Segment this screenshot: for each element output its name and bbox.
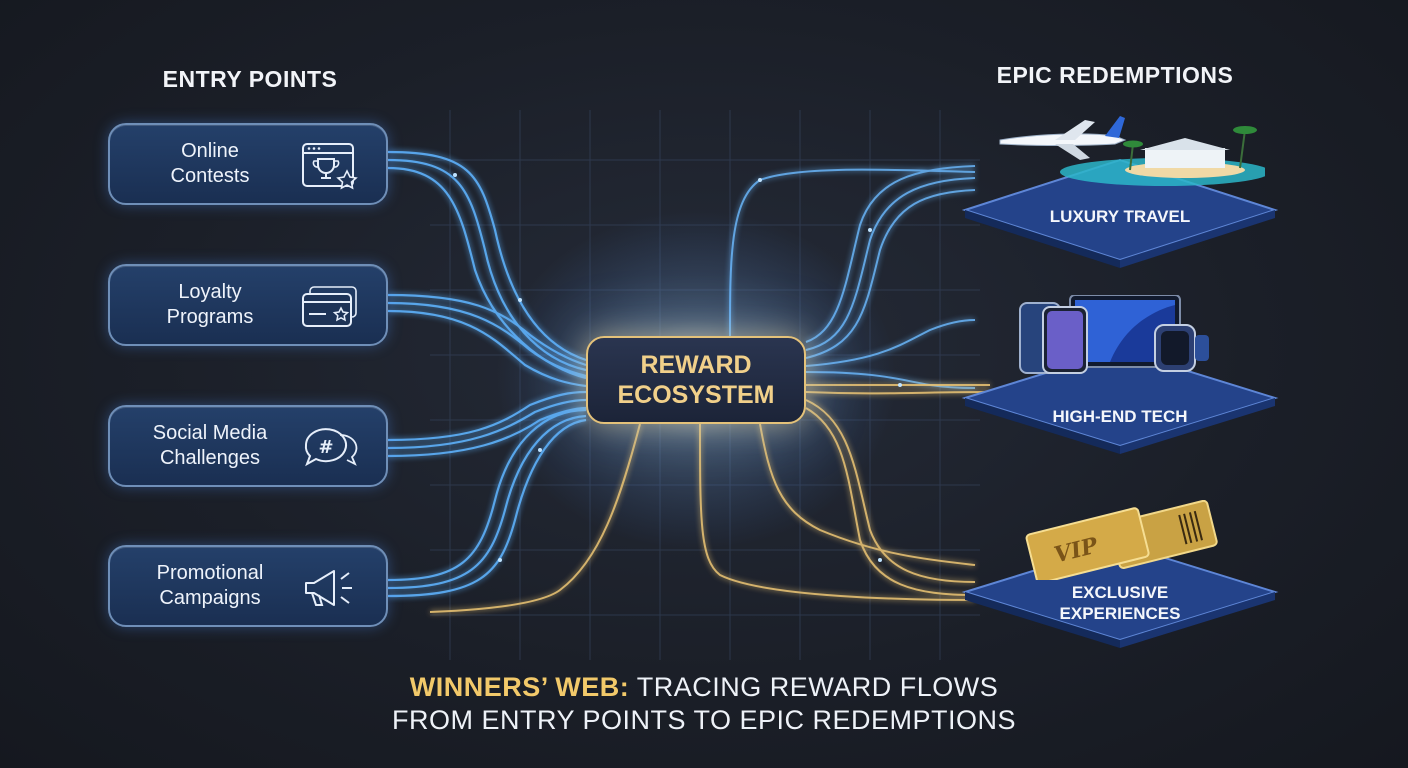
- hashtag-chat-icon: #: [304, 428, 358, 467]
- entry-online-contests[interactable]: Online Contests: [108, 123, 388, 205]
- vip-ticket-icon: VIP: [1025, 500, 1218, 580]
- devices-icon: [1019, 295, 1209, 374]
- entry-flows: [387, 150, 587, 598]
- entry-points-heading: ENTRY POINTS: [162, 66, 338, 92]
- entry-social-media-challenges[interactable]: Social Media Challenges #: [108, 405, 388, 487]
- flow-sparkles: [453, 173, 902, 562]
- redemptions-heading: EPIC REDEMPTIONS: [996, 62, 1234, 88]
- redemption-label: LUXURY TRAVEL: [1049, 207, 1191, 226]
- title-highlight: WINNERS’ WEB:: [409, 672, 630, 702]
- trophy-browser-icon: [302, 143, 358, 190]
- title-rest: TRACING REWARD FLOWS: [629, 672, 999, 702]
- redemption-luxury-travel[interactable]: LUXURY TRAVEL: [955, 116, 1285, 270]
- redemption-label: EXCLUSIVE EXPERIENCES: [1059, 583, 1181, 623]
- loyalty-card-icon: [302, 286, 357, 327]
- svg-text:#: #: [318, 437, 333, 458]
- redemption-label: HIGH-END TECH: [1052, 407, 1188, 426]
- entry-promotional-campaigns[interactable]: Promotional Campaigns: [108, 545, 388, 627]
- entry-label: Social Media Challenges: [152, 422, 268, 469]
- redemption-high-end-tech[interactable]: HIGH-END TECH: [955, 295, 1285, 470]
- diagram-title-line1: WINNERS’ WEB: TRACING REWARD FLOWS: [0, 671, 1408, 704]
- entry-loyalty-programs[interactable]: Loyalty Programs: [108, 264, 388, 346]
- entry-label: Online Contests: [170, 140, 250, 187]
- redemption-exclusive-experiences[interactable]: VIP EXCLUSIVE EXPERIENCES: [955, 500, 1285, 660]
- megaphone-icon: [305, 570, 352, 606]
- reward-ecosystem-hub[interactable]: REWARD ECOSYSTEM: [586, 336, 806, 424]
- airplane-resort-icon: [999, 116, 1265, 186]
- entry-label: Loyalty Programs: [166, 281, 254, 328]
- diagram-title-line2: FROM ENTRY POINTS TO EPIC REDEMPTIONS: [391, 705, 1017, 735]
- gold-flows: [429, 383, 991, 613]
- entry-label: Promotional Campaigns: [156, 562, 264, 609]
